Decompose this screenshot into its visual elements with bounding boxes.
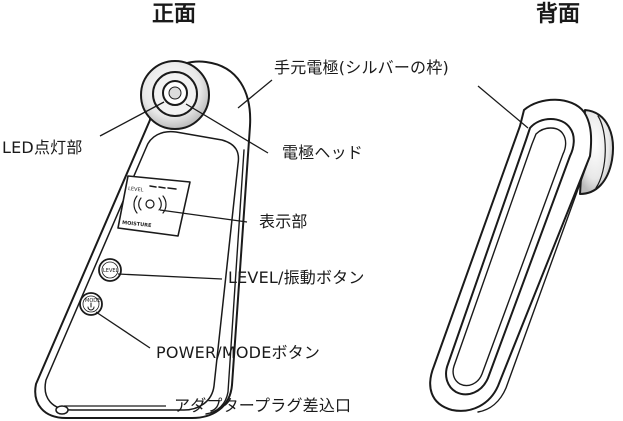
adapter-port-shape xyxy=(55,405,69,415)
label-hand-electrode: 手元電極(シルバーの枠) xyxy=(274,58,449,77)
front-body-side xyxy=(205,149,245,415)
leader-lines xyxy=(64,79,529,407)
back-silver-frame xyxy=(445,118,575,396)
label-power-button: POWER/MODEボタン xyxy=(156,343,321,362)
label-electrode-head: 電極ヘッド xyxy=(282,143,364,162)
label-adapter-port: アダプタープラグ差込口 xyxy=(174,396,352,415)
display-level-text: LEVEL xyxy=(128,186,144,194)
leader-hand-electrode-front xyxy=(237,79,273,109)
level-button-text: LEVEL xyxy=(103,268,119,274)
leader-hand-electrode-back xyxy=(477,85,529,129)
display-moisture-text: MOISTURE xyxy=(122,220,152,229)
front-device xyxy=(34,60,252,419)
front-face-panel xyxy=(44,130,240,411)
heading-front: 正面 xyxy=(152,2,197,27)
heading-back: 背面 xyxy=(536,2,581,27)
back-silver-frame-inner xyxy=(452,127,567,387)
leader-led xyxy=(99,101,165,137)
label-level-button: LEVEL/振動ボタン xyxy=(228,268,365,287)
mode-button-text: MODE xyxy=(85,298,100,304)
leader-electrode-head xyxy=(185,103,269,154)
back-device xyxy=(429,98,614,413)
head-inner-dot xyxy=(168,86,182,100)
display-vibration-icon xyxy=(133,195,167,214)
leader-power xyxy=(95,311,151,349)
leader-display xyxy=(159,209,248,223)
leader-level xyxy=(117,273,223,280)
label-display: 表示部 xyxy=(259,212,308,231)
label-led: LED点灯部 xyxy=(2,138,83,157)
power-symbol-icon xyxy=(87,302,95,311)
display-level-bar xyxy=(149,185,177,190)
